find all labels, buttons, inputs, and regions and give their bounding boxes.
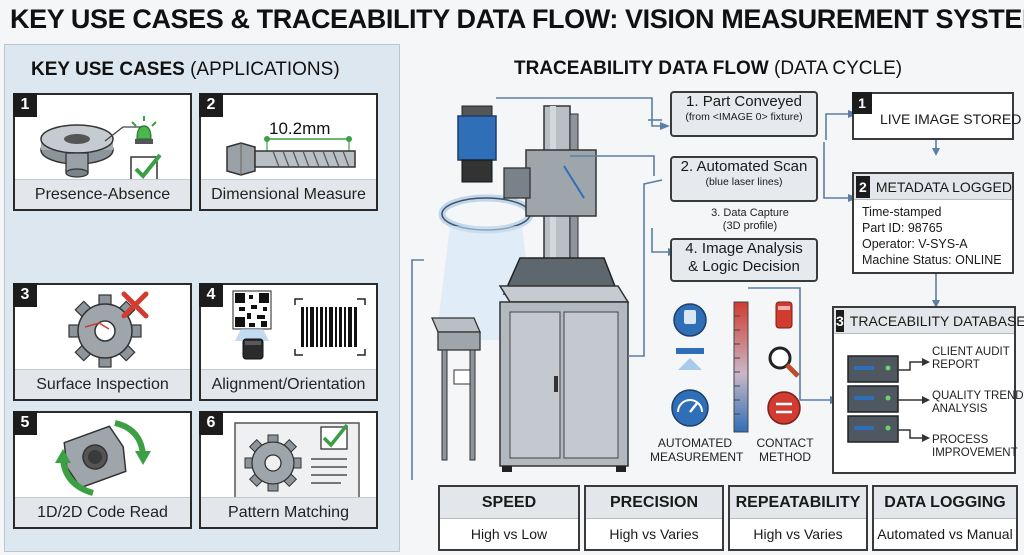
rotate-arrows-icon bbox=[55, 420, 151, 496]
output-line1: QUALITY TREND bbox=[932, 390, 1024, 402]
metric-repeatability: REPEATABILITY High vs Varies bbox=[728, 485, 868, 551]
card-number: 6 bbox=[199, 411, 223, 435]
stored-label: LIVE IMAGE STORED bbox=[880, 111, 1022, 127]
card-number: 2 bbox=[199, 93, 223, 117]
card-number: 3 bbox=[13, 283, 37, 307]
card-caption: Pattern Matching bbox=[201, 497, 376, 527]
metric-label: SPEED bbox=[440, 487, 578, 519]
live-image-stored-box: 1 LIVE IMAGE STORED bbox=[852, 92, 1021, 140]
flow-step-data-capture: 3. Data Capture (3D profile) bbox=[688, 207, 812, 233]
database-number: 3 bbox=[836, 309, 844, 332]
dimension-label: 10.2mm bbox=[269, 119, 331, 138]
data-flow-heading-rest: (DATA CYCLE) bbox=[768, 58, 903, 79]
step-title: 2. Automated Scan bbox=[680, 158, 808, 175]
step-subtitle: (from <IMAGE 0> fixture) bbox=[685, 111, 803, 123]
use-case-card-pattern-matching[interactable]: 6 Pattern Matching bbox=[199, 411, 378, 529]
card-caption: 1D/2D Code Read bbox=[15, 497, 190, 527]
flow-step-image-analysis: 4. Image Analysis & Logic Decision bbox=[670, 238, 818, 282]
flow-step-part-conveyed: 1. Part Conveyed (from <IMAGE 0> fixture… bbox=[670, 91, 818, 137]
legend-automated-line1: AUTOMATED bbox=[657, 436, 733, 450]
use-case-card-code-read[interactable]: 5 1D/2D Code Read bbox=[13, 411, 192, 529]
legend-automated-line2: MEASUREMENT bbox=[650, 450, 744, 464]
x-mark-icon bbox=[121, 291, 149, 319]
metric-label: REPEATABILITY bbox=[730, 487, 866, 519]
metric-value: Automated vs Manual bbox=[877, 526, 1013, 542]
gear-icon bbox=[68, 294, 142, 368]
hex-nut-icon bbox=[63, 425, 127, 489]
metric-value: High vs Varies bbox=[753, 526, 843, 542]
metadata-logged-box: 2 METADATA LOGGED Time-stamped Part ID: 9… bbox=[852, 172, 1014, 274]
step-title: 4. Image Analysis bbox=[685, 240, 803, 257]
qr-code-icon bbox=[232, 290, 272, 360]
step-subtitle: (3D profile) bbox=[722, 220, 778, 232]
use-case-card-dimensional-measure[interactable]: 10.2mm 2 Dimensional Measure bbox=[199, 93, 378, 211]
checkmark-icon bbox=[130, 153, 162, 182]
step-title: 3. Data Capture bbox=[711, 207, 789, 219]
legend-contact-line1: CONTACT bbox=[756, 436, 814, 450]
flow-step-automated-scan: 2. Automated Scan (blue laser lines) bbox=[670, 156, 818, 202]
data-flow-heading-bold: TRACEABILITY DATA FLOW bbox=[514, 58, 769, 79]
page-title: KEY USE CASES & TRACEABILITY DATA FLOW: … bbox=[10, 4, 1024, 34]
metadata-label: METADATA LOGGED bbox=[875, 178, 1012, 195]
metric-value: High vs Varies bbox=[609, 526, 699, 542]
use-case-card-presence-absence[interactable]: 1 Presence-Absence bbox=[13, 93, 192, 211]
metadata-line: Machine Status: ONLINE bbox=[862, 253, 1002, 267]
card-number: 4 bbox=[199, 283, 223, 307]
output-line1: PROCESS bbox=[932, 434, 989, 446]
metric-label: DATA LOGGING bbox=[874, 487, 1016, 519]
use-cases-heading: KEY USE CASES (APPLICATIONS) bbox=[31, 59, 340, 81]
output-line2: ANALYSIS bbox=[932, 403, 988, 415]
use-cases-heading-rest: (APPLICATIONS) bbox=[184, 59, 340, 80]
output-line1: CLIENT AUDIT bbox=[932, 346, 1010, 358]
step-title-line2: & Logic Decision bbox=[688, 258, 800, 275]
metadata-line: Time-stamped bbox=[862, 205, 942, 219]
bolt-icon bbox=[226, 136, 356, 176]
gear-icon bbox=[244, 434, 302, 492]
metric-data-logging: DATA LOGGING Automated vs Manual bbox=[872, 485, 1018, 551]
step-title: 1. Part Conveyed bbox=[686, 93, 802, 110]
stored-number: 1 bbox=[852, 92, 872, 114]
card-caption: Presence-Absence bbox=[15, 179, 190, 209]
output-line2: REPORT bbox=[932, 359, 980, 371]
server-icon bbox=[847, 355, 930, 443]
use-cases-heading-bold: KEY USE CASES bbox=[31, 59, 185, 80]
metric-precision: PRECISION High vs Varies bbox=[584, 485, 724, 551]
use-cases-panel: KEY USE CASES (APPLICATIONS) 1 Presence-… bbox=[4, 44, 400, 552]
metric-speed: SPEED High vs Low bbox=[438, 485, 580, 551]
flanged-part-icon bbox=[40, 124, 141, 178]
indicator-light-icon bbox=[131, 116, 157, 144]
metadata-line: Part ID: 98765 bbox=[862, 221, 943, 235]
barcode-icon bbox=[294, 298, 366, 356]
data-flow-heading: TRACEABILITY DATA FLOW (DATA CYCLE) bbox=[514, 58, 902, 80]
traceability-database-box: 3 TRACEABILITY DATABASE bbox=[832, 306, 1024, 474]
magnifier-icon bbox=[768, 346, 800, 378]
card-caption: Dimensional Measure bbox=[201, 179, 376, 209]
metadata-line: Operator: V-SYS-A bbox=[862, 237, 968, 251]
method-comparison-graphic bbox=[671, 301, 801, 433]
step-subtitle: (blue laser lines) bbox=[705, 176, 783, 188]
metadata-number: 2 bbox=[856, 175, 870, 198]
vision-machine-illustration bbox=[411, 97, 940, 480]
card-number: 5 bbox=[13, 411, 37, 435]
card-caption: Surface Inspection bbox=[15, 369, 190, 399]
output-line2: IMPROVEMENT bbox=[932, 447, 1018, 459]
metric-value: High vs Low bbox=[470, 526, 548, 542]
gauge-icon bbox=[671, 389, 709, 427]
use-case-card-surface-inspection[interactable]: 3 Surface Inspection bbox=[13, 283, 192, 401]
card-number: 1 bbox=[13, 93, 37, 117]
card-caption: Alignment/Orientation bbox=[201, 369, 376, 399]
use-case-card-alignment-orientation[interactable]: 4 Alignment/Orientation bbox=[199, 283, 378, 401]
legend-contact-line2: METHOD bbox=[759, 450, 811, 464]
metric-label: PRECISION bbox=[586, 487, 722, 519]
database-label: TRACEABILITY DATABASE bbox=[849, 312, 1024, 329]
pattern-template-icon bbox=[234, 422, 360, 500]
